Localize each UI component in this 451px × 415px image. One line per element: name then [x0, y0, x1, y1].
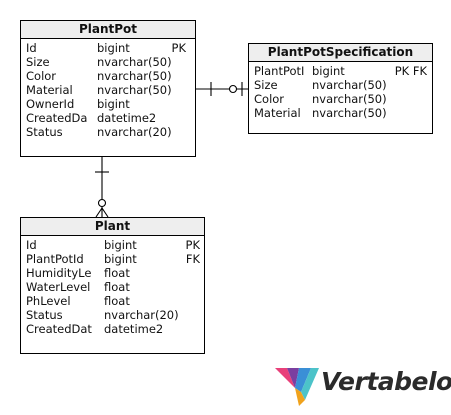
column-name: OwnerId [26, 97, 75, 111]
column-type: nvarchar(50) [97, 69, 172, 83]
column-name: CreatedDat [26, 322, 92, 336]
column-key: FK [185, 252, 200, 266]
column-row[interactable]: Size nvarchar(50) [21, 55, 195, 69]
crowfoot-right [101, 207, 109, 218]
column-type: bigint [312, 64, 345, 78]
logo-facet [275, 368, 295, 388]
column-name: PhLevel [26, 294, 71, 308]
column-name: Size [26, 55, 50, 69]
column-row[interactable]: Status nvarchar(20) [21, 125, 195, 139]
column-type: bigint [104, 238, 137, 252]
column-key: PK FK [394, 64, 427, 78]
column-name: HumidityLe [26, 266, 92, 280]
column-name: WaterLevel [26, 280, 91, 294]
column-list: Id bigint PK Size nvarchar(50) Color nvarchar(… [21, 39, 195, 139]
column-row[interactable]: Status nvarchar(20) [21, 308, 204, 322]
column-type: nvarchar(50) [312, 106, 387, 120]
table-title: PlantPotSpecification [249, 44, 432, 62]
column-name: PlantPotId [26, 252, 84, 266]
column-type: datetime2 [97, 111, 157, 125]
column-row[interactable]: WaterLevel float [21, 280, 204, 294]
column-name: Color [254, 92, 285, 106]
crowfoot-left [95, 207, 103, 218]
column-row[interactable]: Material nvarchar(50) [249, 106, 432, 120]
table-plantpotspecification[interactable]: PlantPotSpecification PlantPotI bigint PK … [248, 43, 433, 134]
column-name: Color [26, 69, 57, 83]
column-type: float [104, 266, 130, 280]
column-row[interactable]: PlantPotId bigint FK [21, 252, 204, 266]
column-name: PlantPotI [254, 64, 305, 78]
column-row[interactable]: OwnerId bigint [21, 97, 195, 111]
logo-facet [295, 368, 311, 392]
column-type: bigint [97, 41, 130, 55]
column-name: Status [26, 125, 63, 139]
column-name: Id [26, 41, 37, 55]
column-name: Status [26, 308, 63, 322]
column-row[interactable]: PlantPotI bigint PK FK [249, 64, 432, 78]
column-name: Id [26, 238, 37, 252]
column-type: nvarchar(20) [104, 308, 179, 322]
column-type: nvarchar(20) [97, 125, 172, 139]
column-name: Material [26, 83, 73, 97]
column-row[interactable]: HumidityLe float [21, 266, 204, 280]
logo-facet [295, 388, 305, 406]
column-row[interactable]: Material nvarchar(50) [21, 83, 195, 97]
column-type: nvarchar(50) [97, 55, 172, 69]
vertabelo-logo-icon [275, 368, 319, 406]
column-row[interactable]: CreatedDa datetime2 [21, 111, 195, 125]
column-type: float [104, 294, 130, 308]
column-name: Size [254, 78, 278, 92]
column-type: nvarchar(50) [312, 78, 387, 92]
column-type: bigint [104, 252, 137, 266]
column-row[interactable]: Size nvarchar(50) [249, 78, 432, 92]
column-row[interactable]: Color nvarchar(50) [21, 69, 195, 83]
column-name: Material [254, 106, 301, 120]
column-row[interactable]: PhLevel float [21, 294, 204, 308]
column-key: PK [185, 238, 200, 252]
vertabelo-logo: Vertabelo [275, 362, 451, 406]
column-key: PK [171, 41, 186, 55]
logo-facet [301, 368, 319, 400]
column-row[interactable]: Id bigint PK [21, 41, 195, 55]
column-type: nvarchar(50) [97, 83, 172, 97]
column-type: float [104, 280, 130, 294]
column-name: CreatedDa [26, 111, 88, 125]
column-type: nvarchar(50) [312, 92, 387, 106]
column-row[interactable]: Color nvarchar(50) [249, 92, 432, 106]
table-title: PlantPot [21, 21, 195, 39]
vertabelo-logo-text: Vertabelo [321, 367, 451, 396]
column-type: bigint [97, 97, 130, 111]
column-type: datetime2 [104, 322, 164, 336]
zero-marker-plant [97, 198, 107, 208]
column-row[interactable]: Id bigint PK [21, 238, 204, 252]
column-row[interactable]: CreatedDat datetime2 [21, 322, 204, 336]
zero-marker-spec [228, 84, 238, 94]
table-title: Plant [21, 218, 204, 236]
